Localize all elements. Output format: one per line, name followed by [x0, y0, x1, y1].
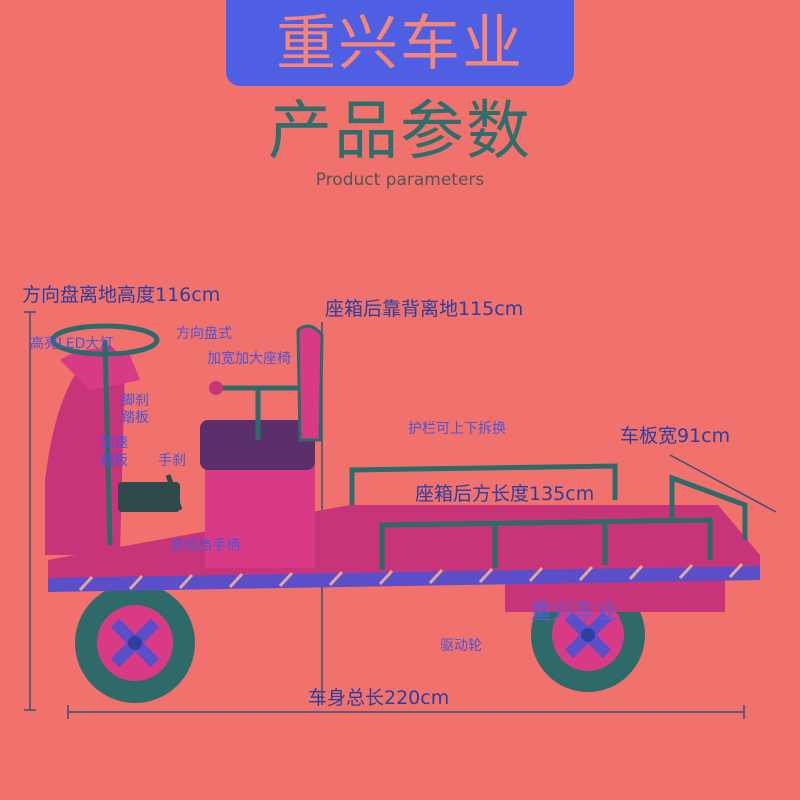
- pedals: [118, 482, 180, 512]
- brand-banner: [226, 0, 574, 86]
- gear-handle-label: 高低档手柄: [170, 538, 240, 554]
- steering-wheel-label: 方向盘式: [176, 326, 232, 342]
- led-light-label: 高亮LED大灯: [30, 336, 114, 352]
- page-subtitle: Product parameters: [315, 170, 485, 190]
- brand-title: 重兴车业: [276, 9, 524, 79]
- foot-brake-label-2: 踏板: [121, 410, 149, 426]
- watermark: 重兴车业: [530, 600, 619, 625]
- seat-back-height-label: 座箱后靠背离地115cm: [325, 298, 524, 320]
- seat-box: [205, 458, 315, 568]
- drive-unit: [505, 580, 725, 612]
- board-width-line: [669, 454, 777, 513]
- board-width-label: 车板宽91cm: [620, 425, 731, 447]
- hand-brake-label: 手刹: [158, 453, 186, 469]
- guardrails: [349, 463, 748, 570]
- accelerator-label-2: 踏板: [100, 453, 128, 469]
- total-length-label: 车身总长220cm: [308, 687, 450, 709]
- cargo-platform: [48, 505, 760, 590]
- foot-brake-label-1: 脚刹: [121, 393, 149, 409]
- page-title: 产品参数: [268, 95, 532, 169]
- armrest: [212, 385, 300, 440]
- platform-stripe: [48, 566, 760, 592]
- seat-cushion: [200, 420, 315, 470]
- guardrail-label: 护栏可上下拆换: [408, 421, 506, 437]
- rear-length-label: 座箱后方长度135cm: [415, 483, 595, 505]
- front-wheel: [75, 583, 195, 703]
- seat-back: [296, 324, 324, 442]
- drive-wheel-label: 驱动轮: [440, 638, 482, 654]
- accelerator-label-1: 加速: [100, 435, 128, 451]
- steering-height-label: 方向盘离地高度116cm: [22, 284, 221, 306]
- seat-label: 加宽加大座椅: [207, 351, 291, 367]
